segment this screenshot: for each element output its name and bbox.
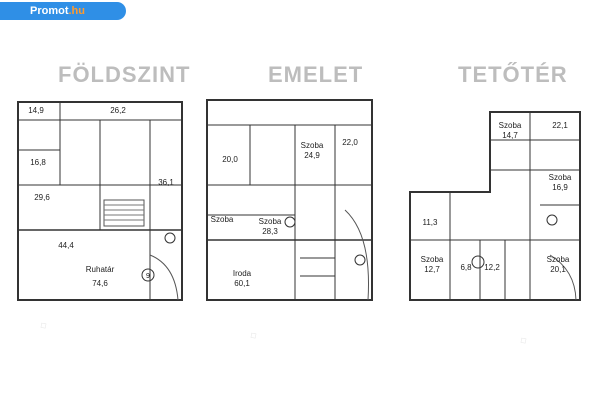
floor-plan-attic [409,111,581,301]
room-label: 74,6 [92,279,108,288]
room-label: 22,0 [342,138,358,147]
room-label: 22,1 [552,121,568,130]
room-label: 12,2 [484,263,500,272]
room-label: Ruhatár [86,265,115,274]
room-label: Szoba [211,215,234,224]
room-label: 12,7 [424,265,440,274]
room-label: Szoba [421,255,444,264]
room-label: 14,9 [28,106,44,115]
floor-plan-upper [206,99,373,301]
room-label: 28,3 [262,227,278,236]
room-label: 16,8 [30,158,46,167]
room-label: Szoba [549,173,572,182]
room-label: Szoba [547,255,570,264]
floor-title-ground: FÖLDSZINT [58,62,191,87]
room-label: 11,3 [423,218,439,227]
room-label: 20,1 [550,265,566,274]
room-label: 14,7 [502,131,518,140]
room-label: Iroda [233,269,252,278]
room-label: 36,1 [158,178,174,187]
room-label: 6,8 [460,263,472,272]
room-label: Szoba [499,121,522,130]
room-label: Szoba [259,217,282,226]
room-label: 9 [146,273,150,280]
floor-plan-ground [17,101,183,301]
room-label: Szoba [301,141,324,150]
room-label: 44,4 [58,241,74,250]
badge-brand: Promot [30,5,69,17]
room-label: 20,0 [222,155,238,164]
room-label: 26,2 [110,106,126,115]
site-badge[interactable]: Promot.hu [0,2,126,20]
room-label: 16,9 [552,183,568,192]
floor-title-upper: EMELET [268,62,364,87]
room-label: 24,9 [304,151,320,160]
floor-title-attic: TETŐTÉR [458,62,568,87]
room-label: 29,6 [34,193,50,202]
badge-suffix: .hu [68,5,86,17]
room-label: 60,1 [234,279,250,288]
